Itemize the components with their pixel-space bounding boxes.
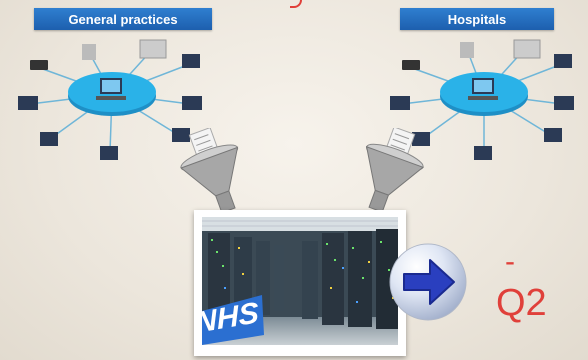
server-rack-icon [208,229,398,329]
partial-mark-icon [290,0,302,8]
funnel-icon [180,128,239,214]
general-practices-network [18,39,202,160]
nhs-logo-icon: NHS [202,295,264,345]
network-hub-icon [440,72,528,116]
general-practices-label: General practices [34,8,212,30]
arrow-right-icon[interactable] [386,240,470,324]
computer-icon [390,39,574,160]
datacenter-photo-card: NHS [194,210,406,356]
server-racks-image: NHS [202,217,398,345]
quarter-label: Q2 [496,282,547,324]
hospitals-network [390,39,574,160]
hospitals-label: Hospitals [400,8,554,30]
network-hub-icon [68,72,156,116]
computer-icon [18,39,202,160]
funnel-icon [365,128,425,213]
quarter-dash: - [505,245,515,278]
